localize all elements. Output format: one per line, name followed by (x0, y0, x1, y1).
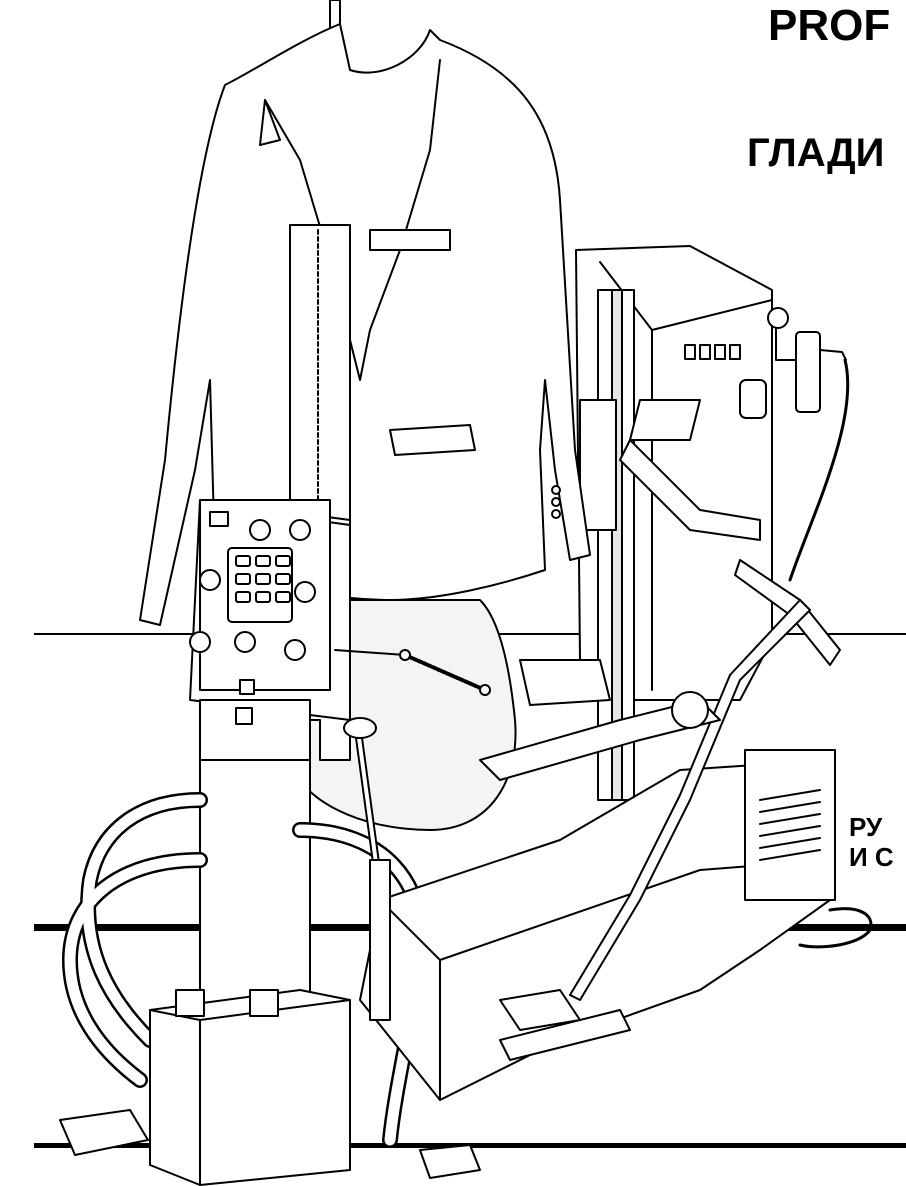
vertical-rails (579, 289, 635, 801)
tension-spring (334, 649, 491, 696)
title-line-1: PROF (768, 1, 891, 50)
control-panel (189, 499, 331, 725)
jacket (139, 23, 591, 626)
title-line-2: ГЛАДИ (747, 131, 885, 175)
sleeve-arms (499, 399, 841, 1061)
rear-support (479, 659, 721, 781)
foot-pedals (59, 1109, 481, 1179)
subtitle-line-2: И С (849, 842, 894, 872)
hand-lever (343, 717, 391, 1021)
base-frame (359, 749, 873, 1101)
electrical-box (149, 989, 351, 1186)
subtitle-line-1: РУ (849, 812, 883, 842)
